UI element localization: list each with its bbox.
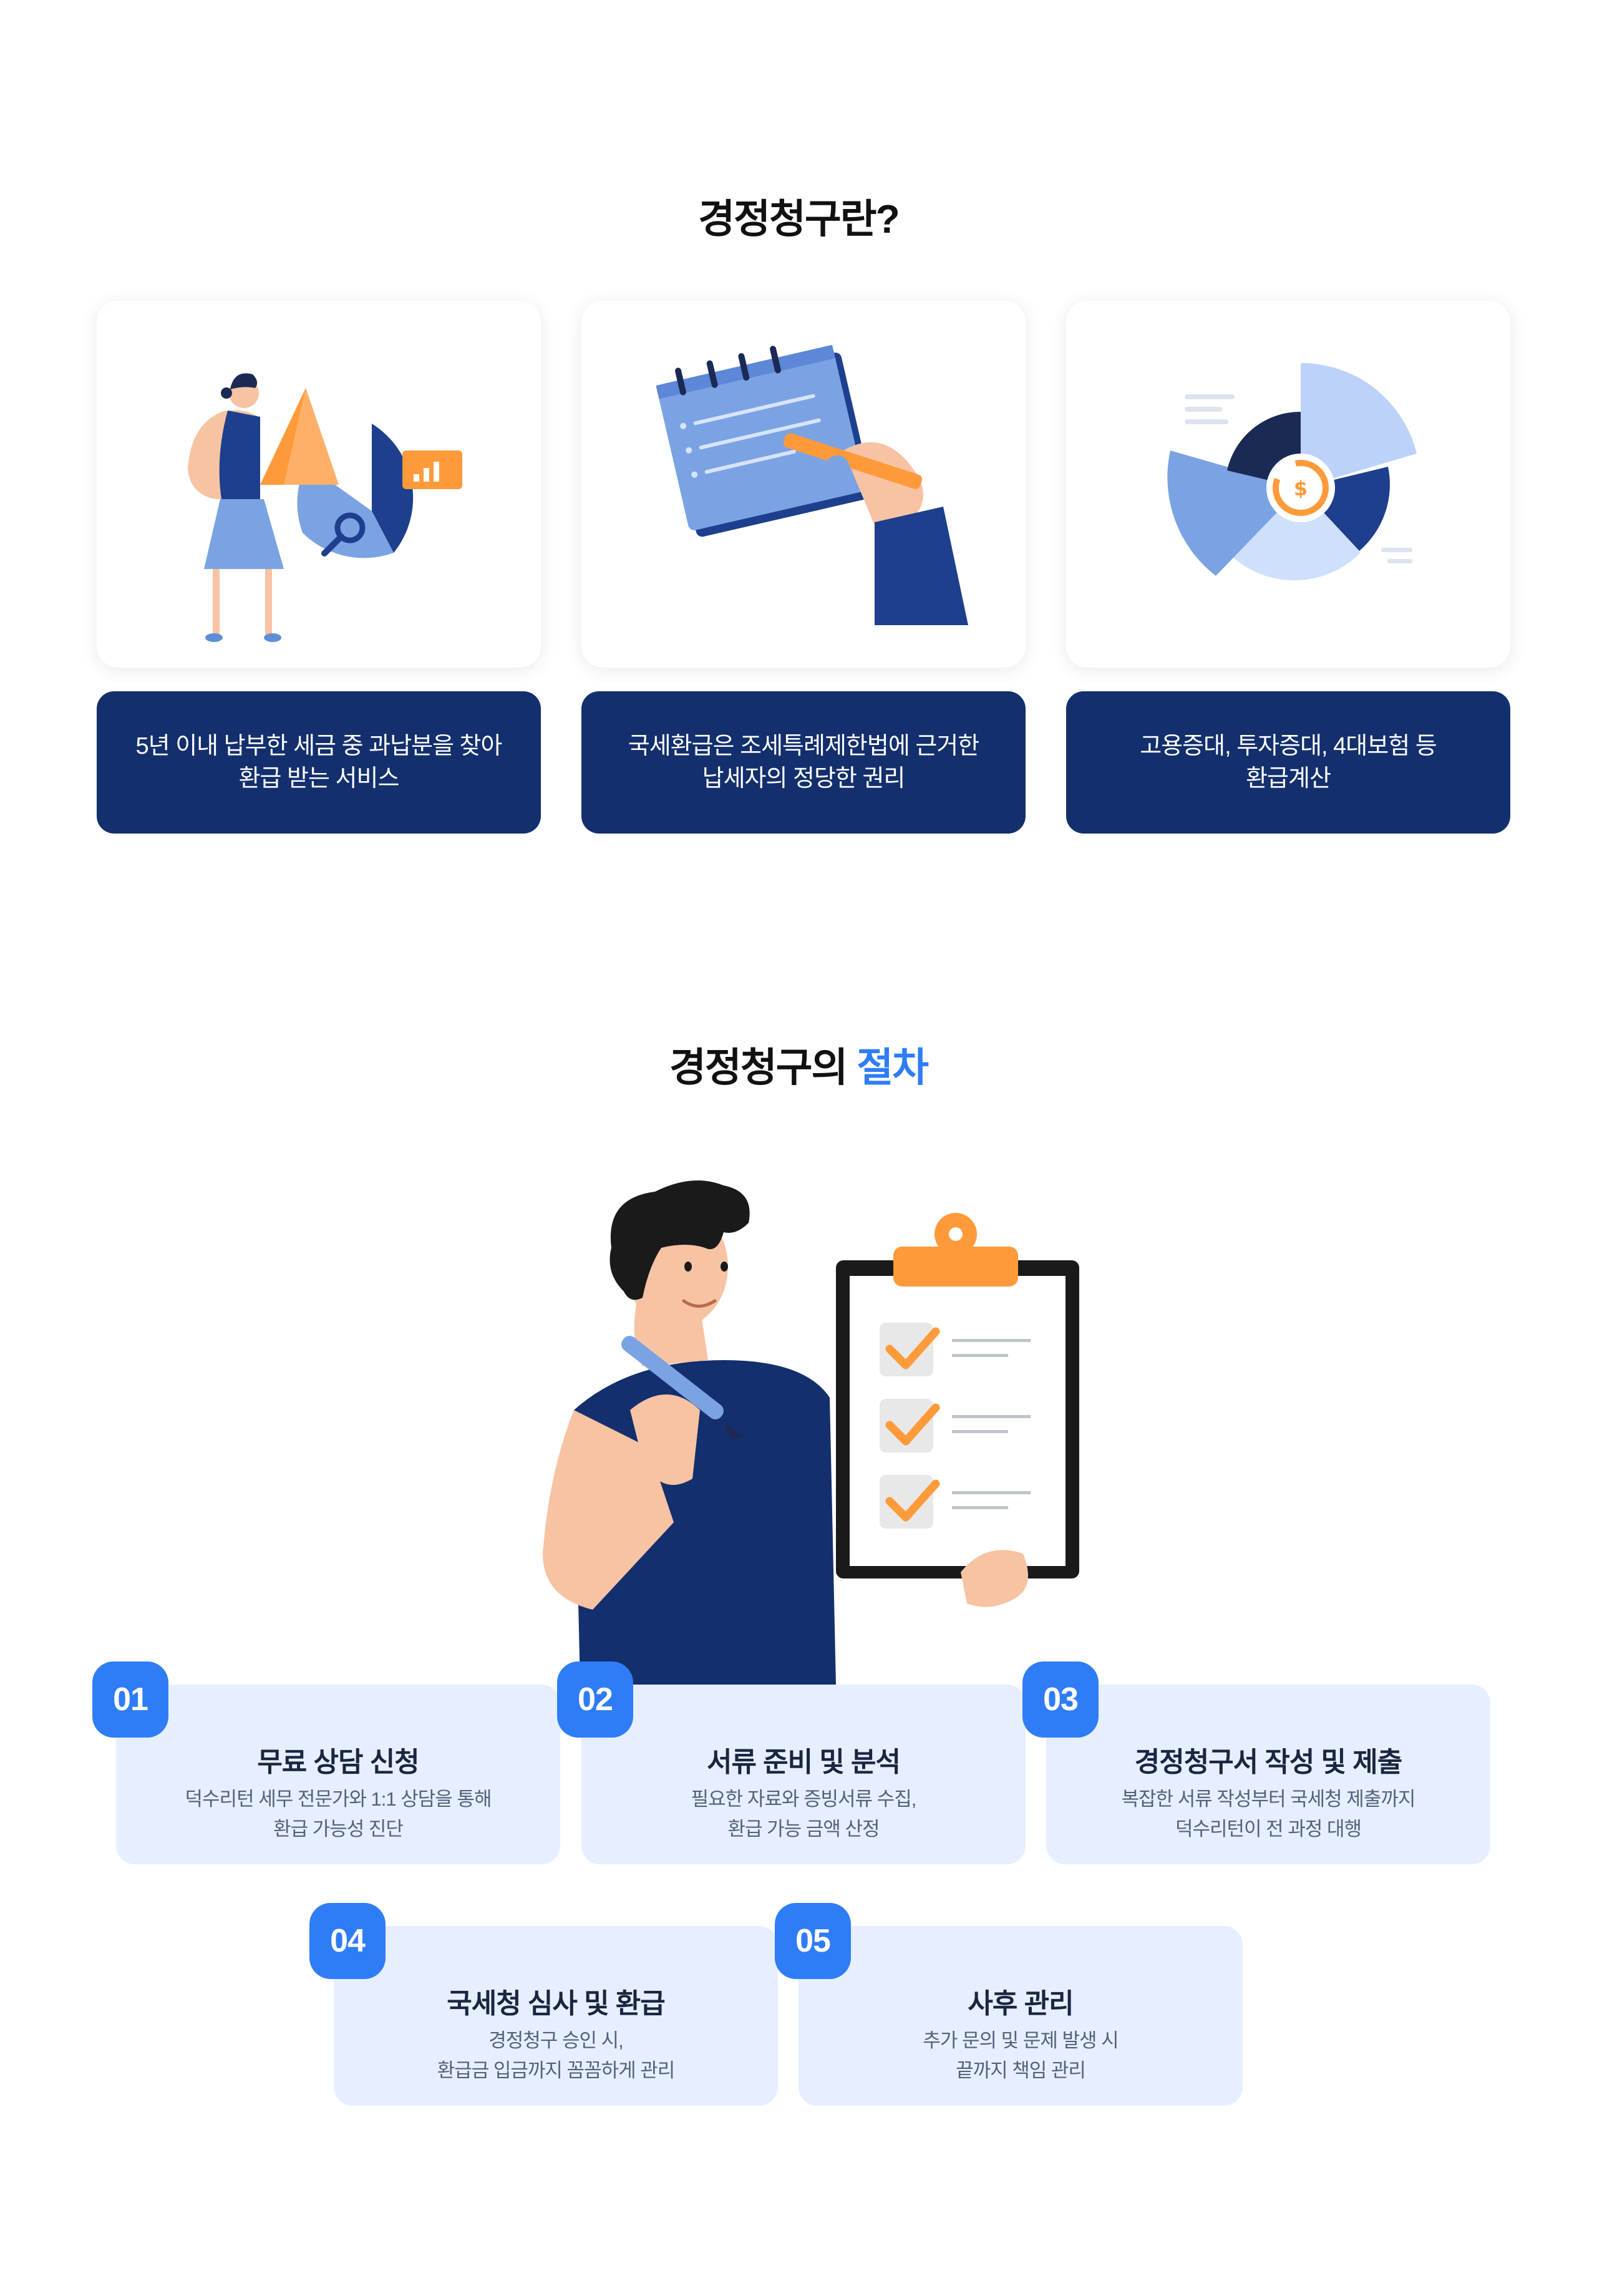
step-desc-line: 환급 가능 금액 산정 (727, 1818, 880, 1840)
step-title: 사후 관리 (968, 1988, 1074, 2019)
step-desc: 추가 문의 및 문제 발생 시 끝까지 책임 관리 (798, 2026, 1243, 2086)
intro-desc-line: 납세자의 정당한 권리 (702, 766, 906, 792)
intro-desc-line: 국세환급은 조세특례제한법에 근거한 (628, 733, 979, 759)
step-title: 서류 준비 및 분석 (706, 1747, 901, 1778)
intro-desc-line: 고용증대, 투자증대, 4대보험 등 (1140, 733, 1437, 759)
step-desc: 필요한 자료와 증빙서류 수집, 환급 가능 금액 산정 (581, 1784, 1026, 1844)
notepad-hand-icon (656, 344, 968, 625)
step-desc-line: 경정청구 승인 시, (488, 2030, 623, 2051)
intro-desc-line: 환급 받는 서비스 (238, 766, 400, 792)
step-desc-line: 끝까지 책임 관리 (956, 2060, 1086, 2081)
step-number-badge: 03 (1022, 1661, 1099, 1738)
step-desc-line: 복잡한 서류 작성부터 국세청 제출까지 (1121, 1788, 1416, 1810)
step-desc-line: 덕수리턴 세무 전문가와 1:1 상담을 통해 (185, 1788, 492, 1810)
intro-desc-card-2: 국세환급은 조세특례제한법에 근거한 납세자의 정당한 권리 (581, 691, 1026, 834)
step-desc-line: 환급 가능성 진단 (273, 1818, 404, 1840)
step-number-badge: 04 (309, 1903, 386, 1979)
svg-text:$: $ (1294, 477, 1308, 500)
step-number-badge: 05 (775, 1903, 851, 1979)
step-card-4: 국세청 심사 및 환급 경정청구 승인 시, 환급금 입금까지 꼼꼼하게 관리 (334, 1926, 778, 2106)
step-card-5: 사후 관리 추가 문의 및 문제 발생 시 끝까지 책임 관리 (798, 1926, 1243, 2106)
illustration-card-3: $ (1066, 301, 1510, 668)
process-title: 경정청구의 절차 (0, 1036, 1597, 1093)
step-title: 경정청구서 작성 및 제출 (1134, 1747, 1402, 1778)
intro-title: 경정청구란? (698, 197, 900, 241)
illustration-card-2 (581, 301, 1026, 668)
step-card-3: 경정청구서 작성 및 제출 복잡한 서류 작성부터 국세청 제출까지 덕수리턴이… (1046, 1685, 1490, 1864)
man-clipboard-icon (543, 1180, 1079, 1685)
woman-pie-chart-icon (188, 373, 462, 642)
step-desc: 덕수리턴 세무 전문가와 1:1 상담을 통해 환급 가능성 진단 (116, 1784, 560, 1844)
intro-desc-card-3: 고용증대, 투자증대, 4대보험 등 환급계산 (1066, 691, 1510, 834)
step-desc-line: 추가 문의 및 문제 발생 시 (923, 2030, 1119, 2051)
step-desc-line: 필요한 자료와 증빙서류 수집, (691, 1788, 917, 1810)
process-title-main: 경정청구의 (669, 1045, 848, 1090)
step-desc-line: 덕수리턴이 전 과정 대행 (1175, 1818, 1362, 1840)
step-desc-line: 환급금 입금까지 꼼꼼하게 관리 (437, 2060, 676, 2081)
process-title-accent: 절차 (857, 1045, 929, 1090)
intro-desc-card-1: 5년 이내 납부한 세금 중 과납분을 찾아 환급 받는 서비스 (97, 691, 541, 834)
step-title: 국세청 심사 및 환급 (447, 1988, 666, 2019)
step-title: 무료 상담 신청 (257, 1747, 419, 1778)
step-number-badge: 02 (557, 1661, 633, 1738)
intro-desc-line: 환급계산 (1246, 766, 1331, 792)
step-number-badge: 01 (92, 1661, 168, 1738)
step-card-1: 무료 상담 신청 덕수리턴 세무 전문가와 1:1 상담을 통해 환급 가능성 … (116, 1685, 560, 1864)
step-card-2: 서류 준비 및 분석 필요한 자료와 증빙서류 수집, 환급 가능 금액 산정 (581, 1685, 1026, 1864)
step-desc: 경정청구 승인 시, 환급금 입금까지 꼼꼼하게 관리 (334, 2026, 778, 2086)
step-desc: 복잡한 서류 작성부터 국세청 제출까지 덕수리턴이 전 과정 대행 (1046, 1784, 1490, 1844)
dollar-pie-chart-icon: $ (1167, 362, 1417, 581)
intro-desc-line: 5년 이내 납부한 세금 중 과납분을 찾아 (135, 733, 503, 759)
illustration-card-1 (97, 301, 541, 668)
